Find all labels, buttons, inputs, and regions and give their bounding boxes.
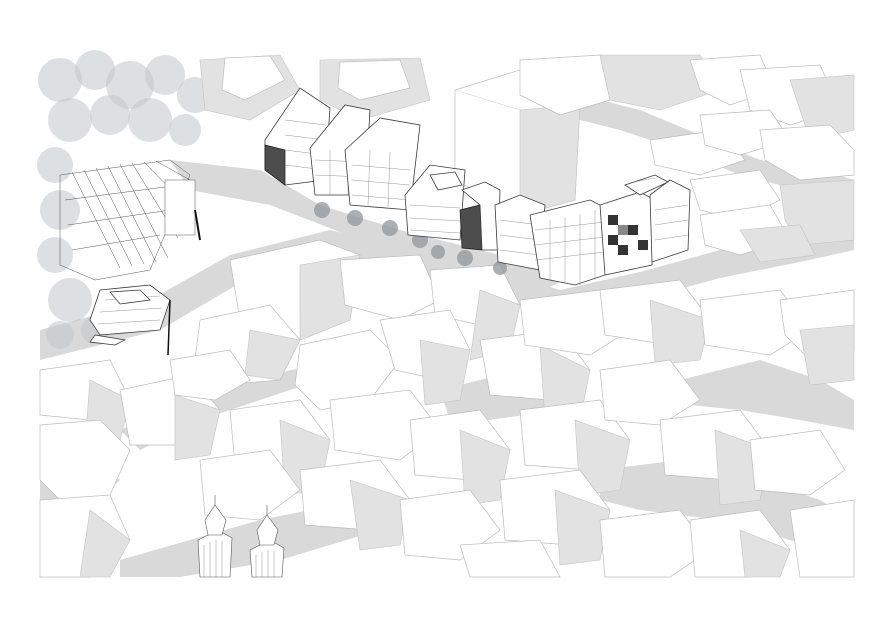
context-buildings	[39, 54, 855, 578]
street-trees	[314, 202, 507, 275]
highlighted-facade-row	[264, 87, 691, 286]
pergola-structure	[59, 159, 201, 281]
church-towers	[197, 495, 285, 578]
pavilion-building	[89, 284, 171, 356]
park-trees	[37, 50, 213, 349]
